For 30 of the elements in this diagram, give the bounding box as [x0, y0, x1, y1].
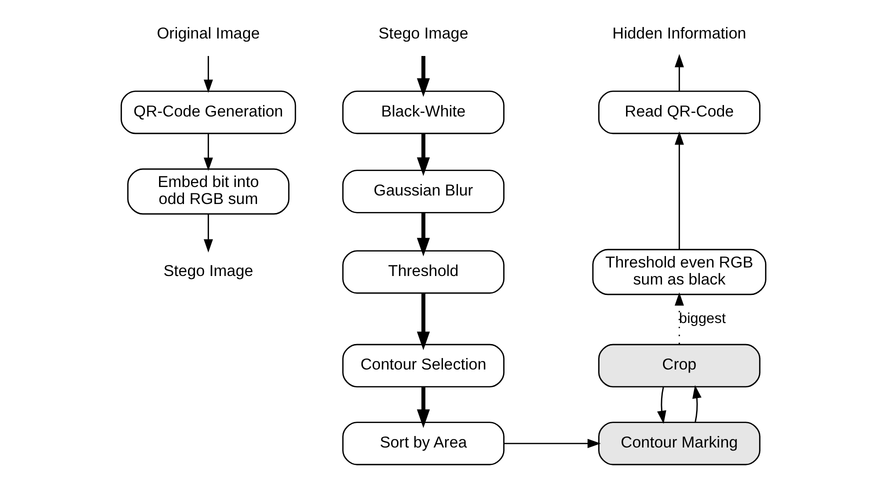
node-box: Black-White [342, 90, 504, 134]
arrow [203, 214, 212, 252]
arrow [416, 56, 430, 97]
arrow [416, 387, 430, 428]
node-box: Threshold [342, 250, 504, 294]
node-box: Crop [598, 344, 760, 388]
node-text: Stego Image [162, 263, 253, 280]
node-box: Contour Marking [598, 422, 760, 466]
node-box: Embed bit into odd RGB sum [126, 168, 289, 215]
arrow [416, 294, 430, 350]
node-box: Sort by Area [342, 422, 504, 466]
arrow [203, 56, 212, 93]
arrow [203, 134, 212, 171]
node-box: Threshold even RGB sum as black [592, 248, 766, 296]
node-text: Original Image [156, 26, 260, 43]
node-text: Hidden Information [612, 26, 746, 43]
node-box: Read QR-Code [598, 90, 760, 134]
arrow [674, 132, 684, 250]
arrow [416, 134, 430, 176]
edge-label: biggest [678, 311, 726, 328]
arrow [656, 386, 666, 424]
node-text: Stego Image [378, 26, 468, 43]
arrow [503, 438, 600, 448]
node-box: Contour Selection [342, 344, 504, 388]
arrow [416, 212, 430, 256]
arrow [674, 54, 684, 91]
arrow [674, 292, 684, 344]
node-box: QR-Code Generation [120, 90, 296, 134]
node-box: Gaussian Blur [342, 170, 504, 214]
arrow [692, 385, 701, 422]
